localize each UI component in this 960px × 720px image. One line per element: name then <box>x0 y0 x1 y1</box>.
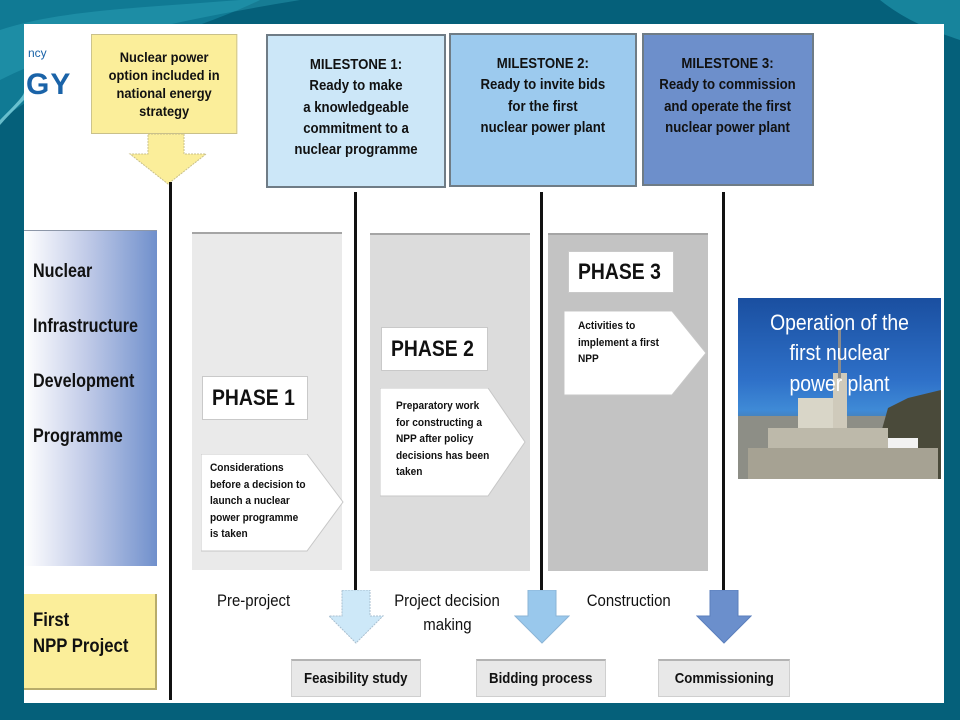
stage-label-project-decision: Project decision making <box>394 591 500 634</box>
milestone-title: MILESTONE 2: <box>496 55 590 72</box>
milestone-line: and operate the first <box>664 97 792 115</box>
step-bidding-process: Bidding process <box>476 659 606 697</box>
step-commissioning: Commissioning <box>658 659 790 697</box>
programme-label-panel: Nuclear Infrastructure Development Progr… <box>24 230 157 566</box>
phase-3-description-arrow-icon <box>564 311 707 396</box>
slide-content: ncy GY Nuclear power option included in … <box>24 24 944 703</box>
programme-label-line: Infrastructure <box>33 316 139 337</box>
milestone-line: nuclear power plant <box>480 118 606 136</box>
down-arrow-bidding-icon <box>514 590 570 644</box>
power-plant-illustration <box>738 328 941 479</box>
milestone-1-box: MILESTONE 1: Ready to make a knowledgeab… <box>266 34 446 188</box>
operation-plant-image: Operation of the first nuclear power pla… <box>738 298 941 479</box>
callout-line: option included in <box>108 66 220 83</box>
timeline-line-milestone-2 <box>540 192 543 614</box>
down-arrow-commissioning-icon <box>696 590 752 644</box>
milestone-line: commitment to a <box>303 119 409 137</box>
stage-label-construction: Construction <box>587 591 671 610</box>
milestone-3-box: MILESTONE 3: Ready to commission and ope… <box>642 33 814 186</box>
down-arrow-feasibility-icon <box>328 590 384 644</box>
milestone-title: MILESTONE 1: <box>309 56 403 73</box>
callout-line: Nuclear power <box>119 48 209 65</box>
milestone-line: for the first <box>508 97 578 115</box>
milestone-2-box: MILESTONE 2: Ready to invite bids for th… <box>449 33 637 187</box>
timeline-line-milestone-3 <box>722 192 725 614</box>
logo-fragment-large: GY <box>26 68 72 101</box>
milestone-title: MILESTONE 3: <box>681 55 775 72</box>
phase-3-description: Activities to implement a first NPP <box>578 320 659 365</box>
milestone-line: Ready to commission <box>659 76 797 94</box>
milestone-line: nuclear power plant <box>665 118 791 136</box>
stage-label-pre-project: Pre-project <box>217 591 291 610</box>
callout-down-arrow-icon <box>128 134 208 185</box>
milestone-line: Ready to invite bids <box>480 76 606 94</box>
energy-strategy-callout: Nuclear power option included in nationa… <box>91 34 238 134</box>
timeline-line-start <box>169 182 172 700</box>
phase-2-description-arrow-icon <box>380 388 526 497</box>
phase-1-description: Considerations before a decision to laun… <box>210 462 306 540</box>
programme-label-line: Nuclear <box>33 261 93 282</box>
programme-label-line: Development <box>33 371 135 392</box>
programme-label-line: Programme <box>33 426 123 447</box>
operation-caption: Operation of the first nuclear power pla… <box>770 310 909 396</box>
first-npp-project-label: First NPP Project <box>24 594 157 690</box>
callout-line: strategy <box>139 103 190 120</box>
phase-1-label: PHASE 1 <box>202 376 308 420</box>
logo-fragment-small: ncy <box>28 46 47 60</box>
phase-3-label: PHASE 3 <box>568 251 674 293</box>
callout-line: national energy <box>116 85 212 101</box>
phase-1-description-arrow-icon <box>201 454 344 552</box>
milestone-line: a knowledgeable <box>303 98 409 116</box>
milestone-line: nuclear programme <box>294 141 418 159</box>
phase-2-description: Preparatory work for constructing a NPP … <box>396 400 490 478</box>
step-feasibility-study: Feasibility study <box>291 659 421 697</box>
phase-2-label: PHASE 2 <box>381 327 488 371</box>
timeline-line-milestone-1 <box>354 192 357 614</box>
milestone-line: Ready to make <box>309 77 403 95</box>
